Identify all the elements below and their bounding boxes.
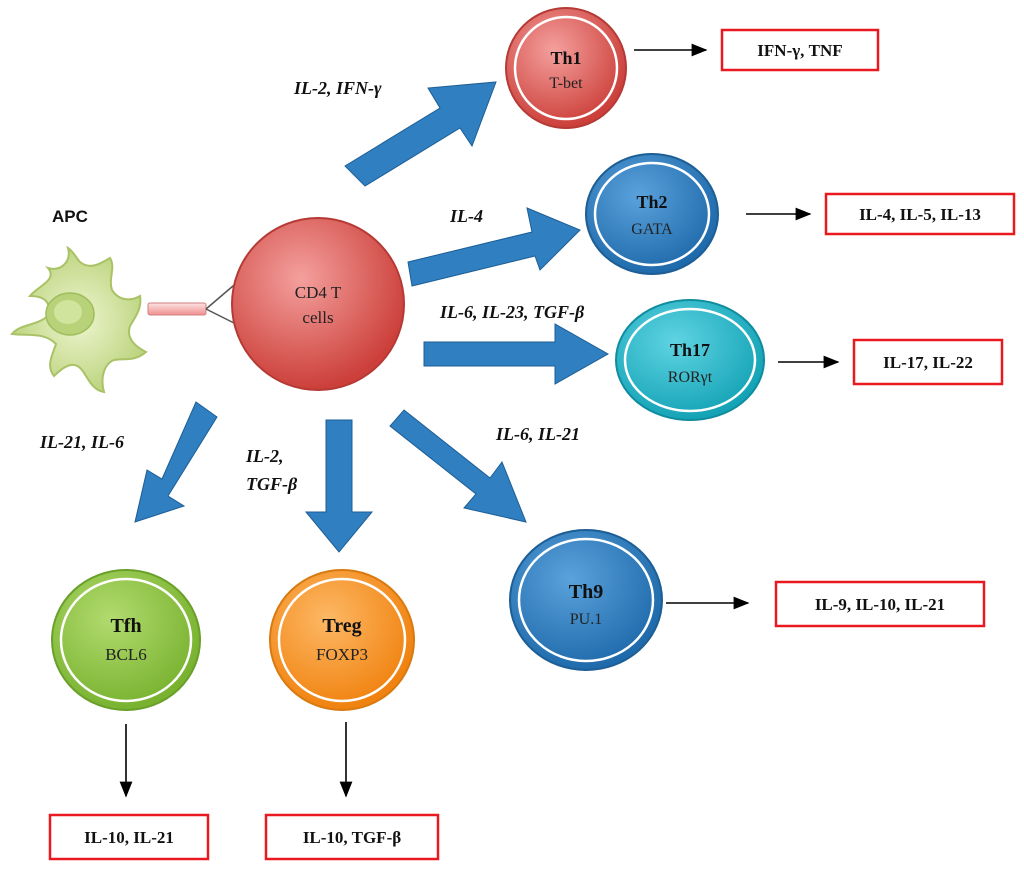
cd4-label-line2: cells <box>302 308 333 327</box>
cd4-t-cell: CD4 T cells <box>231 217 405 391</box>
arrow-to-treg <box>304 419 374 553</box>
cytokines-th17: IL-6, IL-23, TGF-β <box>439 302 585 322</box>
th1-output-box <box>720 28 880 72</box>
treg-output: IL-10, TGF-β <box>303 828 401 847</box>
arrow-to-th17 <box>423 323 610 385</box>
treg-tf: FOXP3 <box>316 645 368 664</box>
th2-output: IL-4, IL-5, IL-13 <box>859 205 981 224</box>
th9-name: Th9 <box>569 581 603 603</box>
cytokines-treg-line2: TGF-β <box>246 474 298 494</box>
th2-tf: GATA <box>631 221 673 238</box>
cytokines-treg-line1: IL-2, <box>245 446 284 466</box>
th17-output-box <box>852 338 1004 386</box>
th17-tf: RORγt <box>668 369 713 386</box>
cd4-label-line1: CD4 T <box>295 283 342 302</box>
tfh-cell: Tfh BCL6 <box>51 569 201 711</box>
th1-tf: T-bet <box>549 75 583 92</box>
treg-cell: Treg FOXP3 <box>269 569 415 711</box>
tfh-output-box <box>48 813 210 861</box>
th17-output: IL-17, IL-22 <box>883 353 973 372</box>
cytokines-th1: IL-2, IFN-γ <box>293 78 382 98</box>
apc-cell <box>10 245 148 394</box>
th2-name: Th2 <box>636 192 667 212</box>
th17-cell: Th17 RORγt <box>615 299 765 421</box>
th9-output-box <box>774 580 986 628</box>
treg-name: Treg <box>322 615 361 637</box>
tfh-name: Tfh <box>110 615 141 637</box>
cytokines-th2: IL-4 <box>449 206 483 226</box>
arrow-to-th1 <box>344 81 497 187</box>
tfh-tf: BCL6 <box>105 645 147 664</box>
th1-cell: Th1 T-bet <box>505 7 627 129</box>
cytokines-tfh: IL-21, IL-6 <box>39 432 124 452</box>
th9-output: IL-9, IL-10, IL-21 <box>815 595 945 614</box>
th9-cell: Th9 PU.1 <box>509 529 663 671</box>
apc-label: APC <box>52 207 88 226</box>
apc-cd4-contact <box>147 279 241 327</box>
arrow-to-th2 <box>407 207 581 287</box>
th1-output: IFN-γ, TNF <box>757 41 842 60</box>
th9-tf: PU.1 <box>570 611 602 628</box>
th2-output-box <box>824 192 1016 236</box>
th17-name: Th17 <box>670 340 710 360</box>
differentiation-arrows <box>134 81 610 553</box>
treg-output-box <box>264 813 440 861</box>
arrow-to-th9 <box>389 409 527 523</box>
tfh-output: IL-10, IL-21 <box>84 828 174 847</box>
th1-name: Th1 <box>550 48 581 68</box>
arrow-to-tfh <box>134 401 218 523</box>
th2-cell: Th2 GATA <box>585 153 719 275</box>
cytokines-th9: IL-6, IL-21 <box>495 424 580 444</box>
